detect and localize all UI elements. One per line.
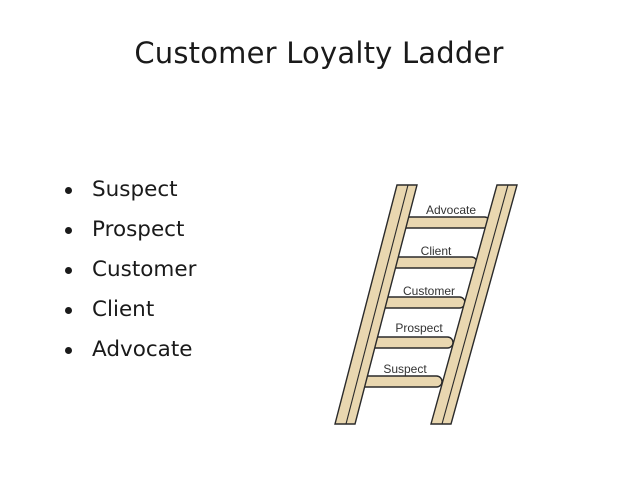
bullet-text: Prospect <box>92 217 185 242</box>
bullet-dot-icon <box>65 186 72 194</box>
right-rail <box>430 184 518 425</box>
bullet-dot-icon <box>65 266 72 274</box>
bullet-dot-icon <box>65 346 72 354</box>
bullet-item-suspect: Suspect <box>62 170 196 210</box>
rung-label-suspect: Suspect <box>383 362 427 376</box>
rung-label-advocate: Advocate <box>426 203 476 217</box>
bullet-item-advocate: Advocate <box>62 330 196 370</box>
bullet-item-client: Client <box>62 290 196 330</box>
bullet-text: Advocate <box>92 337 193 362</box>
slide-title: Customer Loyalty Ladder <box>134 36 504 70</box>
bullet-text: Client <box>92 297 155 322</box>
bullet-text: Suspect <box>92 177 178 202</box>
bullet-item-prospect: Prospect <box>62 210 196 250</box>
bullet-list: Suspect Prospect Customer Client Advocat… <box>62 170 196 370</box>
bullet-dot-icon <box>65 226 72 234</box>
bullet-text: Customer <box>92 257 197 282</box>
left-rail <box>334 184 418 425</box>
rung-label-client: Client <box>421 244 452 258</box>
bullet-dot-icon <box>65 306 72 314</box>
bullet-item-customer: Customer <box>62 250 196 290</box>
rung-label-customer: Customer <box>403 284 455 298</box>
rung-label-prospect: Prospect <box>395 321 443 335</box>
